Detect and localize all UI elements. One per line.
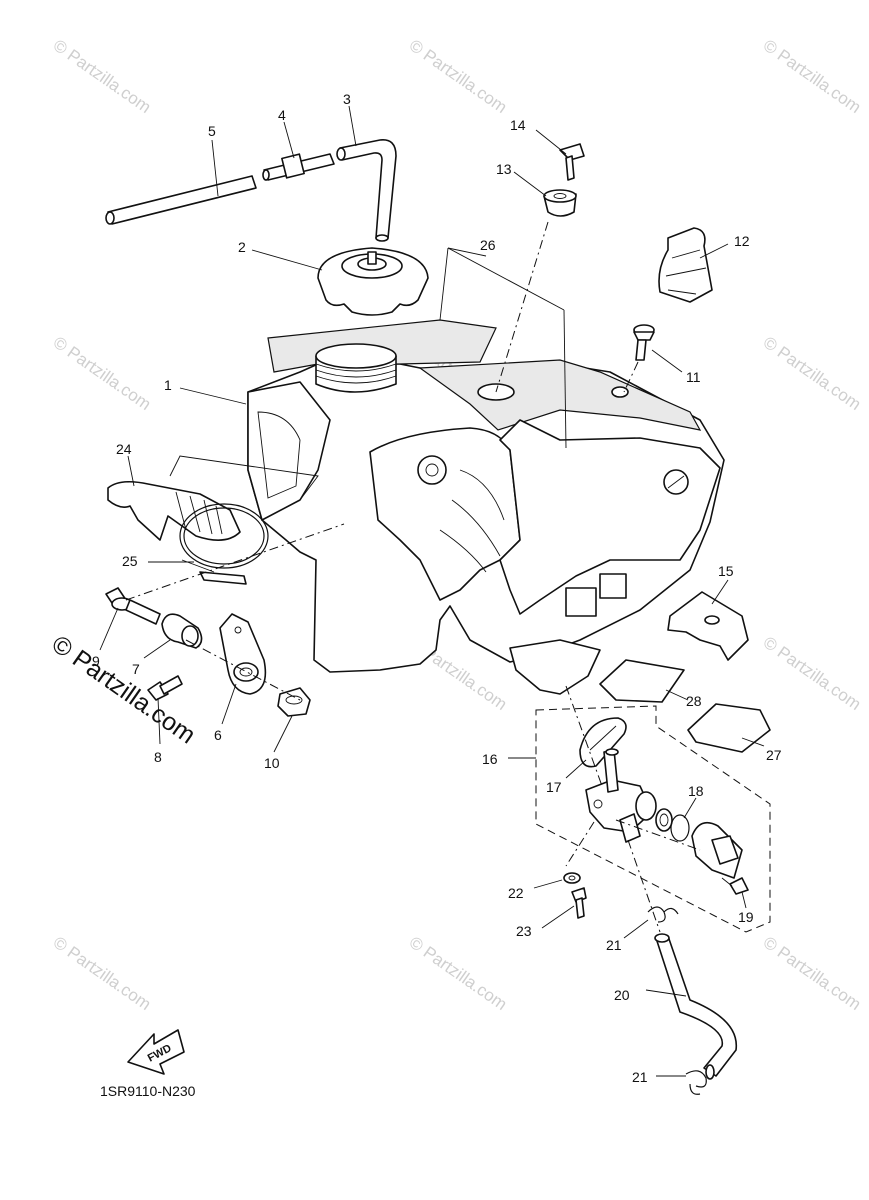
diagram-code: 1SR9110-N230 (100, 1083, 196, 1099)
part-label-21-lower: 21 (632, 1069, 648, 1085)
part-label-13: 13 (496, 161, 512, 177)
tank-filler-neck (315, 343, 397, 393)
part-10-collar (277, 687, 311, 717)
part-21-clip-upper (647, 906, 679, 923)
part-label-2: 2 (238, 239, 246, 255)
part-label-27: 27 (766, 747, 782, 763)
part-label-20: 20 (614, 987, 630, 1003)
part-14-screw (559, 143, 585, 181)
part-label-10: 10 (264, 755, 280, 771)
part-label-18: 18 (688, 783, 704, 799)
part-18-o-ring (655, 808, 690, 842)
part-28-plate (599, 659, 685, 703)
part-label-6: 6 (214, 727, 222, 743)
part-17-gasket (579, 717, 627, 768)
part-19-screw (721, 877, 749, 895)
part-label-21-upper: 21 (606, 937, 622, 953)
part-label-3: 3 (343, 91, 351, 107)
part-13-collar (543, 189, 577, 217)
watermark: © Partzilla.com (50, 333, 155, 414)
part-label-16: 16 (482, 751, 498, 767)
leader-lines (99, 105, 765, 1077)
part-label-5: 5 (208, 123, 216, 139)
part-22-washer (563, 872, 581, 884)
part-label-1: 1 (164, 377, 172, 393)
part-label-17: 17 (546, 779, 562, 795)
part-label-23: 23 (516, 923, 532, 939)
part-label-14: 14 (510, 117, 526, 133)
part-22-axis (565, 821, 595, 867)
part-25-band (179, 503, 269, 585)
mount-axis (125, 523, 345, 601)
part-label-22: 22 (508, 885, 524, 901)
mount-axis-2 (185, 639, 301, 701)
watermark: © Partzilla.com (760, 36, 865, 117)
part-label-24: 24 (116, 441, 132, 457)
part-label-19: 19 (738, 909, 754, 925)
part-label-9: 9 (92, 653, 100, 669)
part-4-joint (262, 153, 335, 181)
part-label-11: 11 (686, 369, 701, 385)
part-label-15: 15 (718, 563, 734, 579)
part-11-bolt (623, 324, 655, 393)
fuel-cock-lever (691, 821, 743, 879)
watermark: © Partzilla.com (50, 36, 155, 117)
part-8-bolt (147, 675, 183, 701)
part-7-damper (161, 613, 203, 649)
part-26-leader (439, 247, 567, 449)
fuel-cock-body (585, 748, 657, 843)
part-2-fuel-cap (317, 247, 429, 316)
part-label-28: 28 (686, 693, 702, 709)
part-23-screw (571, 887, 587, 919)
watermark: © Partzilla.com (406, 933, 511, 1014)
watermark-bold: © Partzilla.com (47, 630, 201, 750)
part-16-assembly-box (535, 705, 771, 933)
watermark: © Partzilla.com (406, 36, 511, 117)
part-label-8: 8 (154, 749, 162, 765)
watermark: © Partzilla.com (760, 633, 865, 714)
part-label-26: 26 (480, 237, 496, 253)
hose-axis (627, 839, 661, 933)
part-3-bent-hose (336, 139, 397, 242)
fuel-cock-axis (615, 819, 701, 851)
part-9-bolt (105, 587, 161, 625)
watermark: © Partzilla.com (50, 933, 155, 1014)
watermark: © Partzilla.com (760, 333, 865, 414)
part-label-12: 12 (734, 233, 750, 249)
part-21-clip-lower (685, 1070, 707, 1095)
fwd-arrow-icon: FWD (127, 1029, 185, 1075)
watermark: © Partzilla.com (760, 933, 865, 1014)
part-6-bracket (219, 613, 267, 695)
part-12-clamp (658, 227, 713, 303)
part-5-breather-hose (105, 175, 257, 225)
part-labels: 1 2 3 4 5 6 7 8 9 10 11 12 13 14 15 16 1… (92, 91, 782, 1085)
part-24-leader (169, 455, 319, 501)
part-label-7: 7 (132, 661, 140, 677)
part-15-bracket (667, 591, 749, 661)
part-24-cushion (107, 480, 241, 541)
part-label-4: 4 (278, 107, 286, 123)
part-label-25: 25 (122, 553, 138, 569)
part-27-plate (687, 703, 771, 753)
part-20-fuel-hose (654, 933, 738, 1080)
part-1-fuel-tank (247, 319, 725, 695)
